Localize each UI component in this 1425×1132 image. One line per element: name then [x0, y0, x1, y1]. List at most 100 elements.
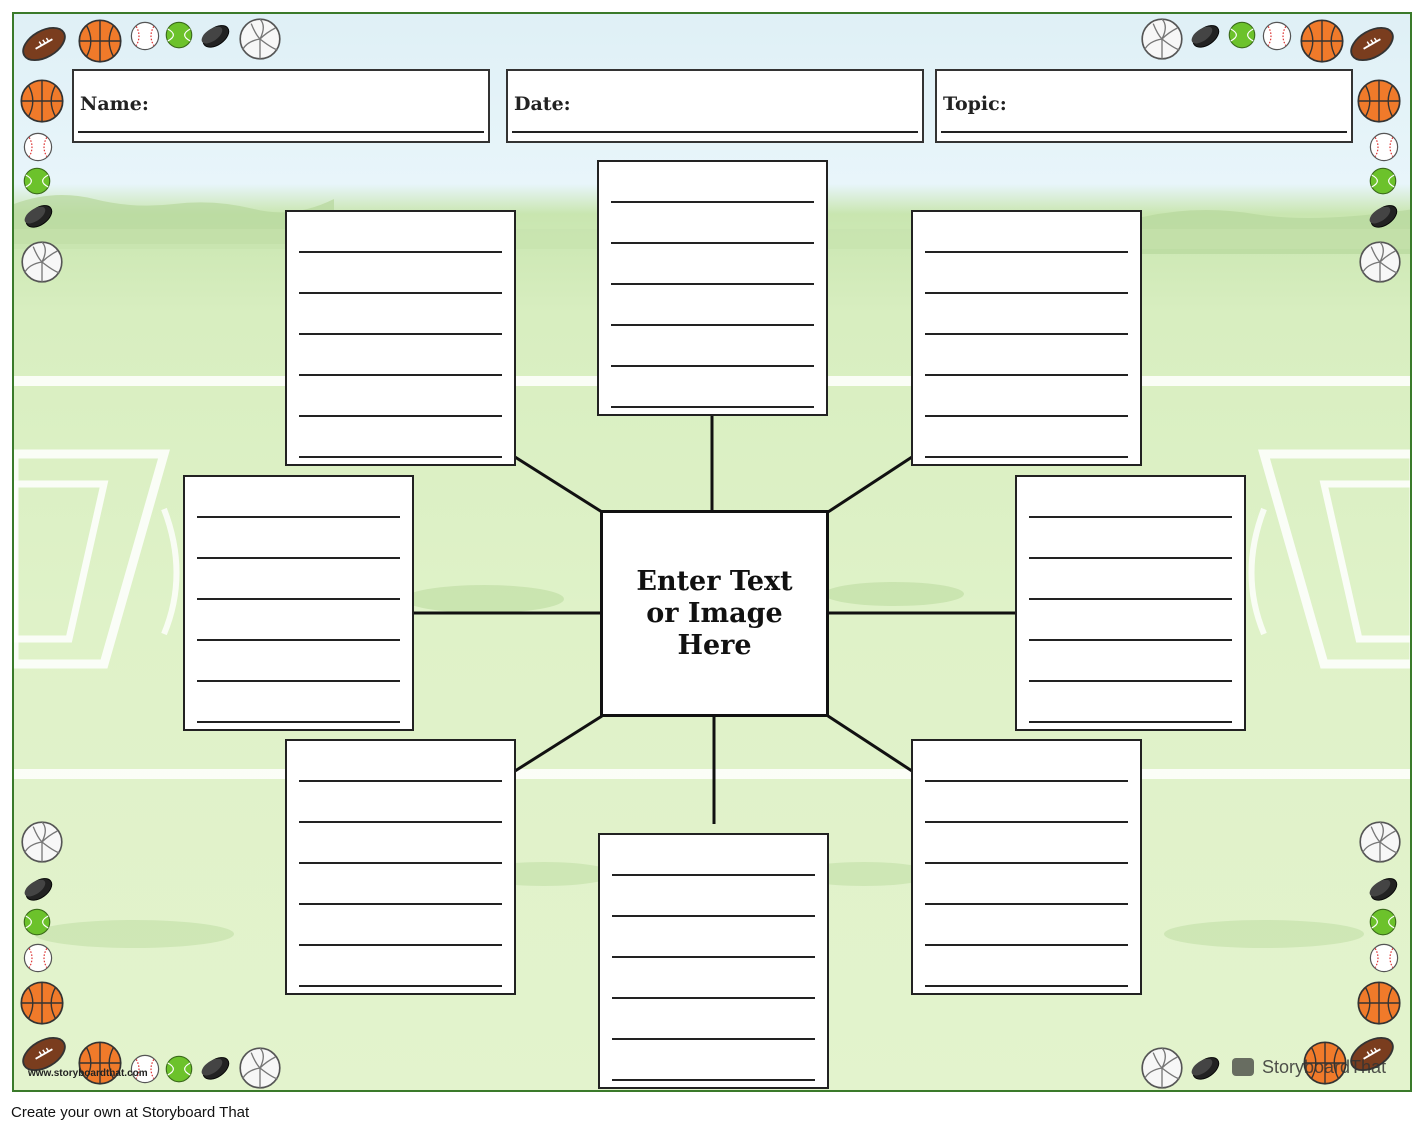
basketball-icon: [77, 1040, 123, 1090]
baseball-icon: [22, 131, 54, 167]
baseball-icon: [129, 1053, 161, 1089]
writing-line: [299, 456, 502, 458]
writing-line: [197, 639, 400, 641]
writing-line: [611, 283, 814, 285]
writing-line: [1029, 680, 1232, 682]
writing-line: [1029, 598, 1232, 600]
basketball-icon: [1299, 18, 1345, 68]
writing-line: [611, 324, 814, 326]
card-top[interactable]: [597, 160, 828, 416]
volleyball-icon: [1140, 1046, 1184, 1094]
watermark-left: www.storyboardthat.com: [28, 1068, 148, 1079]
writing-line: [925, 903, 1128, 905]
writing-line: [299, 985, 502, 987]
writing-line: [299, 821, 502, 823]
card-bottom-right[interactable]: [911, 739, 1142, 995]
writing-line: [611, 406, 814, 408]
name-field[interactable]: Name:: [72, 69, 490, 143]
topic-underline: [941, 131, 1347, 133]
date-label: Date:: [514, 93, 571, 115]
card-bottom[interactable]: [598, 833, 829, 1089]
writing-line: [1029, 557, 1232, 559]
writing-line: [612, 874, 815, 876]
football-icon: [1348, 1030, 1396, 1082]
writing-line: [612, 915, 815, 917]
topic-label: Topic:: [943, 93, 1007, 115]
writing-line: [1029, 721, 1232, 723]
writing-line: [611, 201, 814, 203]
basketball-icon: [77, 18, 123, 68]
writing-line: [299, 251, 502, 253]
basketball-icon: [19, 980, 65, 1030]
hockey-puck-icon: [198, 18, 232, 56]
tennis-ball-icon: [22, 166, 52, 200]
volleyball-icon: [1358, 240, 1402, 288]
writing-line: [197, 557, 400, 559]
hockey-puck-icon: [198, 1050, 232, 1088]
writing-line: [612, 1038, 815, 1040]
card-bottom-left[interactable]: [285, 739, 516, 995]
hockey-puck-icon: [21, 198, 55, 236]
card-top-right[interactable]: [911, 210, 1142, 466]
writing-line: [925, 780, 1128, 782]
writing-line: [925, 415, 1128, 417]
basketball-icon: [1302, 1040, 1348, 1090]
volleyball-icon: [1358, 820, 1402, 868]
volleyball-icon: [238, 17, 282, 65]
center-topic-box[interactable]: Enter Text or Image Here: [600, 510, 829, 717]
card-top-left[interactable]: [285, 210, 516, 466]
basketball-icon: [1356, 980, 1402, 1030]
baseball-icon: [22, 942, 54, 978]
tennis-ball-icon: [1368, 907, 1398, 941]
writing-line: [197, 680, 400, 682]
football-icon: [20, 1030, 68, 1082]
hockey-puck-icon: [1366, 871, 1400, 909]
tennis-ball-icon: [164, 1054, 194, 1088]
writing-line: [299, 374, 502, 376]
writing-line: [1029, 516, 1232, 518]
volleyball-icon: [20, 240, 64, 288]
basketball-icon: [1356, 78, 1402, 128]
hockey-puck-icon: [1188, 1050, 1222, 1088]
card-left[interactable]: [183, 475, 414, 731]
writing-line: [612, 1079, 815, 1081]
tennis-ball-icon: [22, 907, 52, 941]
writing-line: [925, 456, 1128, 458]
spider-connectors: [414, 415, 1017, 824]
worksheet: Name: Date: Topic: Enter Text or Image H…: [12, 12, 1412, 1092]
date-underline: [512, 131, 918, 133]
tennis-ball-icon: [1368, 166, 1398, 200]
storyboardthat-logo-icon: [1232, 1058, 1254, 1076]
date-field[interactable]: Date:: [506, 69, 924, 143]
writing-line: [197, 598, 400, 600]
name-label: Name:: [80, 93, 149, 115]
hockey-puck-icon: [21, 871, 55, 909]
writing-line: [612, 997, 815, 999]
baseball-icon: [1368, 131, 1400, 167]
card-right[interactable]: [1015, 475, 1246, 731]
hockey-puck-icon: [1188, 18, 1222, 56]
tennis-ball-icon: [1227, 20, 1257, 54]
volleyball-icon: [20, 820, 64, 868]
writing-line: [925, 944, 1128, 946]
writing-line: [925, 985, 1128, 987]
writing-line: [925, 292, 1128, 294]
topic-field[interactable]: Topic:: [935, 69, 1353, 143]
center-text: Enter Text or Image Here: [636, 565, 793, 661]
volleyball-icon: [238, 1046, 282, 1094]
writing-line: [1029, 639, 1232, 641]
baseball-icon: [1368, 942, 1400, 978]
writing-line: [299, 415, 502, 417]
writing-line: [299, 780, 502, 782]
writing-line: [611, 365, 814, 367]
writing-line: [925, 374, 1128, 376]
writing-line: [299, 944, 502, 946]
writing-line: [299, 292, 502, 294]
writing-line: [299, 903, 502, 905]
writing-line: [925, 821, 1128, 823]
hockey-puck-icon: [1366, 198, 1400, 236]
football-icon: [1348, 20, 1396, 72]
footer-credit: Create your own at Storyboard That: [11, 1104, 250, 1121]
volleyball-icon: [1140, 17, 1184, 65]
baseball-icon: [1261, 20, 1293, 56]
